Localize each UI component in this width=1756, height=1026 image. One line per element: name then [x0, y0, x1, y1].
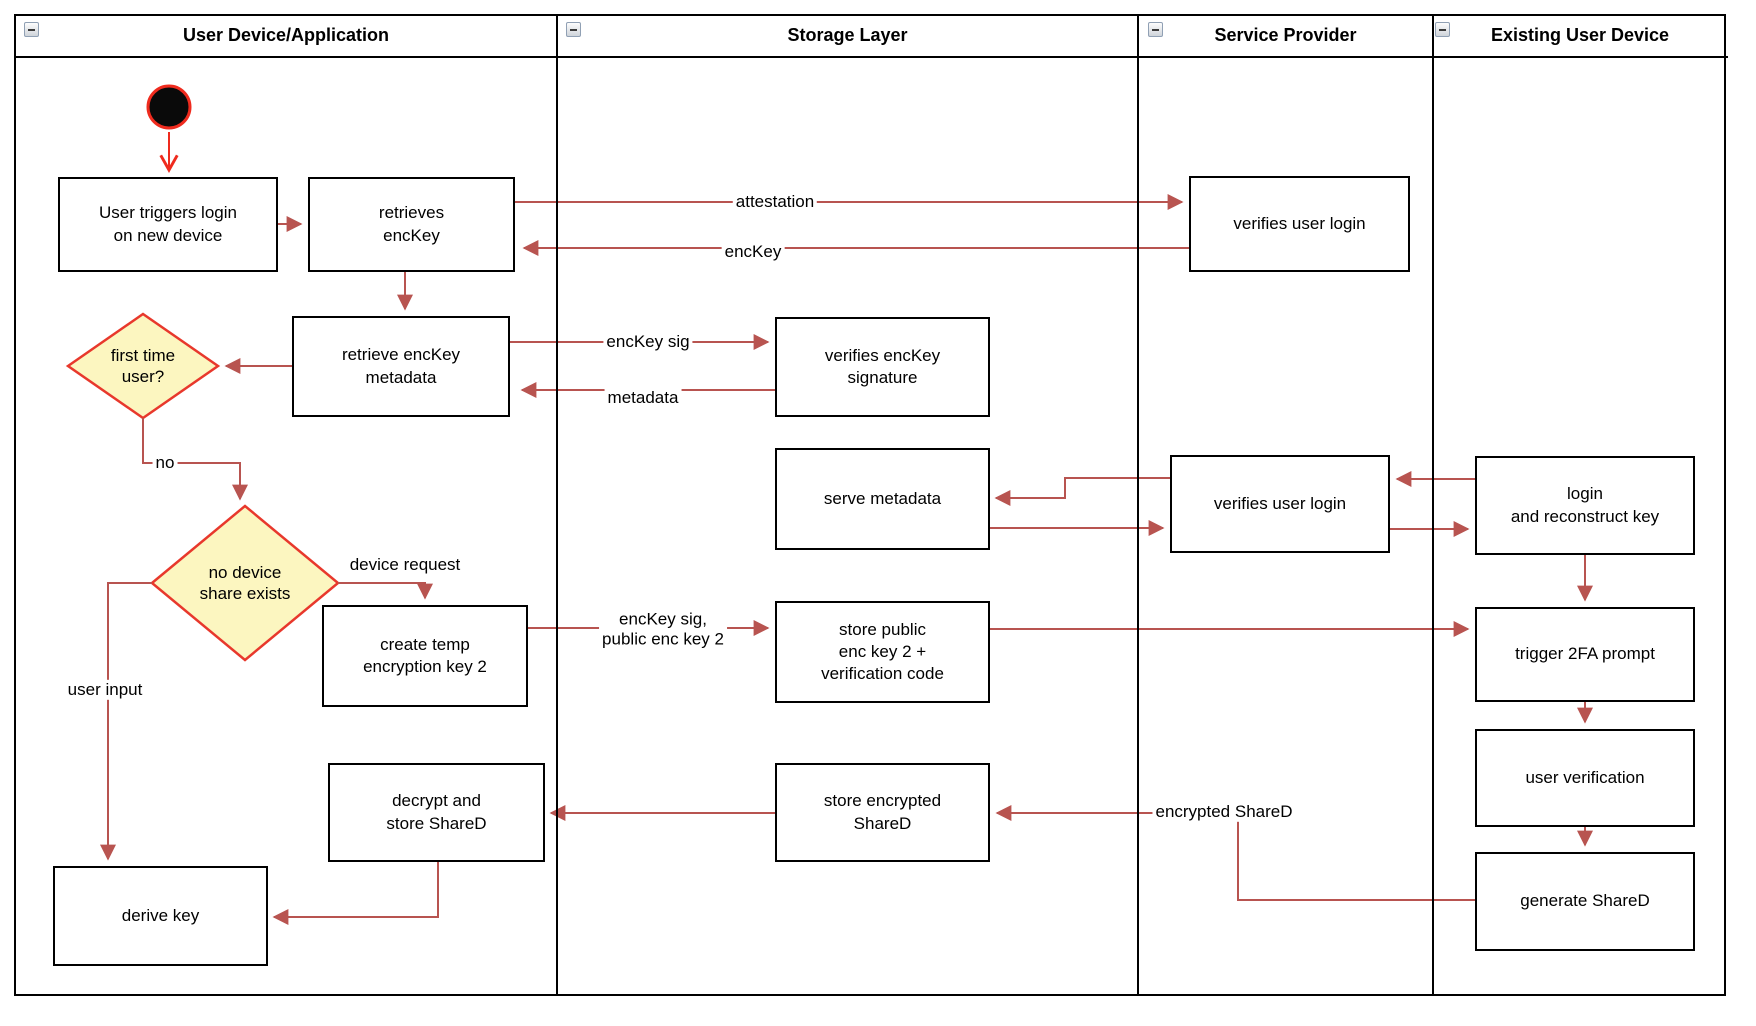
lane-divider [1432, 14, 1434, 996]
node-create-temp-key[interactable]: create temp encryption key 2 [322, 605, 528, 707]
lane-header-user-device: User Device/Application [16, 14, 556, 56]
lane-title: User Device/Application [182, 24, 390, 45]
edge-label-encrypted-shared: encrypted ShareD [1152, 801, 1296, 823]
edge-no-branch [142, 418, 248, 501]
edge-label-enckey-sig-public: encKey sig, public enc key 2 [599, 609, 727, 651]
node-store-encrypted-shared[interactable]: store encrypted ShareD [775, 763, 990, 862]
edge-label-enckey: encKey [721, 241, 785, 263]
node-derive-key[interactable]: derive key [53, 866, 268, 966]
edge-label-user-input: user input [64, 679, 146, 701]
node-retrieves-enckey[interactable]: retrieves encKey [308, 177, 515, 272]
edge-user-input [100, 582, 152, 861]
lane-header-storage-layer: Storage Layer [558, 14, 1137, 56]
lane-title: Existing User Device [1490, 24, 1670, 45]
node-store-public-key[interactable]: store public enc key 2 + verification co… [775, 601, 990, 703]
diagram-frame [14, 14, 1726, 996]
minus-icon [1439, 29, 1446, 31]
edge-label-no: no [152, 452, 178, 474]
node-serve-metadata[interactable]: serve metadata [775, 448, 990, 550]
decision-label-no-device-share: no device share exists [199, 562, 291, 603]
node-decrypt-store-shared[interactable]: decrypt and store ShareD [328, 763, 545, 862]
decision-first-time-user[interactable] [65, 312, 221, 420]
lane-header-service-provider: Service Provider [1139, 14, 1432, 56]
decision-label-first-time-user: first time user? [110, 345, 176, 386]
collapse-lane-icon[interactable] [1435, 22, 1450, 37]
lane-divider [556, 14, 558, 996]
edge-verify-to-serve [994, 477, 1170, 506]
collapse-lane-icon[interactable] [1148, 22, 1163, 37]
edge-decrypt-to-derive [272, 862, 439, 925]
node-login-reconstruct-key[interactable]: login and reconstruct key [1475, 456, 1695, 555]
lane-divider [1137, 14, 1139, 996]
node-verifies-user-login-mid[interactable]: verifies user login [1170, 455, 1390, 553]
edge-label-attestation: attestation [732, 191, 818, 213]
edge-label-metadata: metadata [604, 387, 682, 409]
start-node[interactable] [146, 84, 192, 130]
lane-header-existing-device: Existing User Device [1434, 14, 1726, 56]
node-trigger-2fa[interactable]: trigger 2FA prompt [1475, 607, 1695, 702]
node-verifies-enckey-signature[interactable]: verifies encKey signature [775, 317, 990, 417]
minus-icon [28, 29, 35, 31]
node-user-triggers-login[interactable]: User triggers login on new device [58, 177, 278, 272]
collapse-lane-icon[interactable] [24, 22, 39, 37]
lane-title: Storage Layer [787, 24, 908, 45]
node-generate-shared[interactable]: generate ShareD [1475, 852, 1695, 951]
lane-header-underline [14, 56, 1728, 58]
edge-device-request [338, 582, 433, 600]
edge-label-device-request: device request [346, 554, 464, 576]
minus-icon [570, 29, 577, 31]
edge-label-enckey-sig: encKey sig [603, 331, 693, 353]
edge-encrypted-shared [995, 805, 1475, 901]
node-user-verification[interactable]: user verification [1475, 729, 1695, 827]
collapse-lane-icon[interactable] [566, 22, 581, 37]
node-retrieve-enckey-metadata[interactable]: retrieve encKey metadata [292, 316, 510, 417]
node-verifies-user-login-top[interactable]: verifies user login [1189, 176, 1410, 272]
lane-title: Service Provider [1214, 24, 1357, 45]
minus-icon [1152, 29, 1159, 31]
